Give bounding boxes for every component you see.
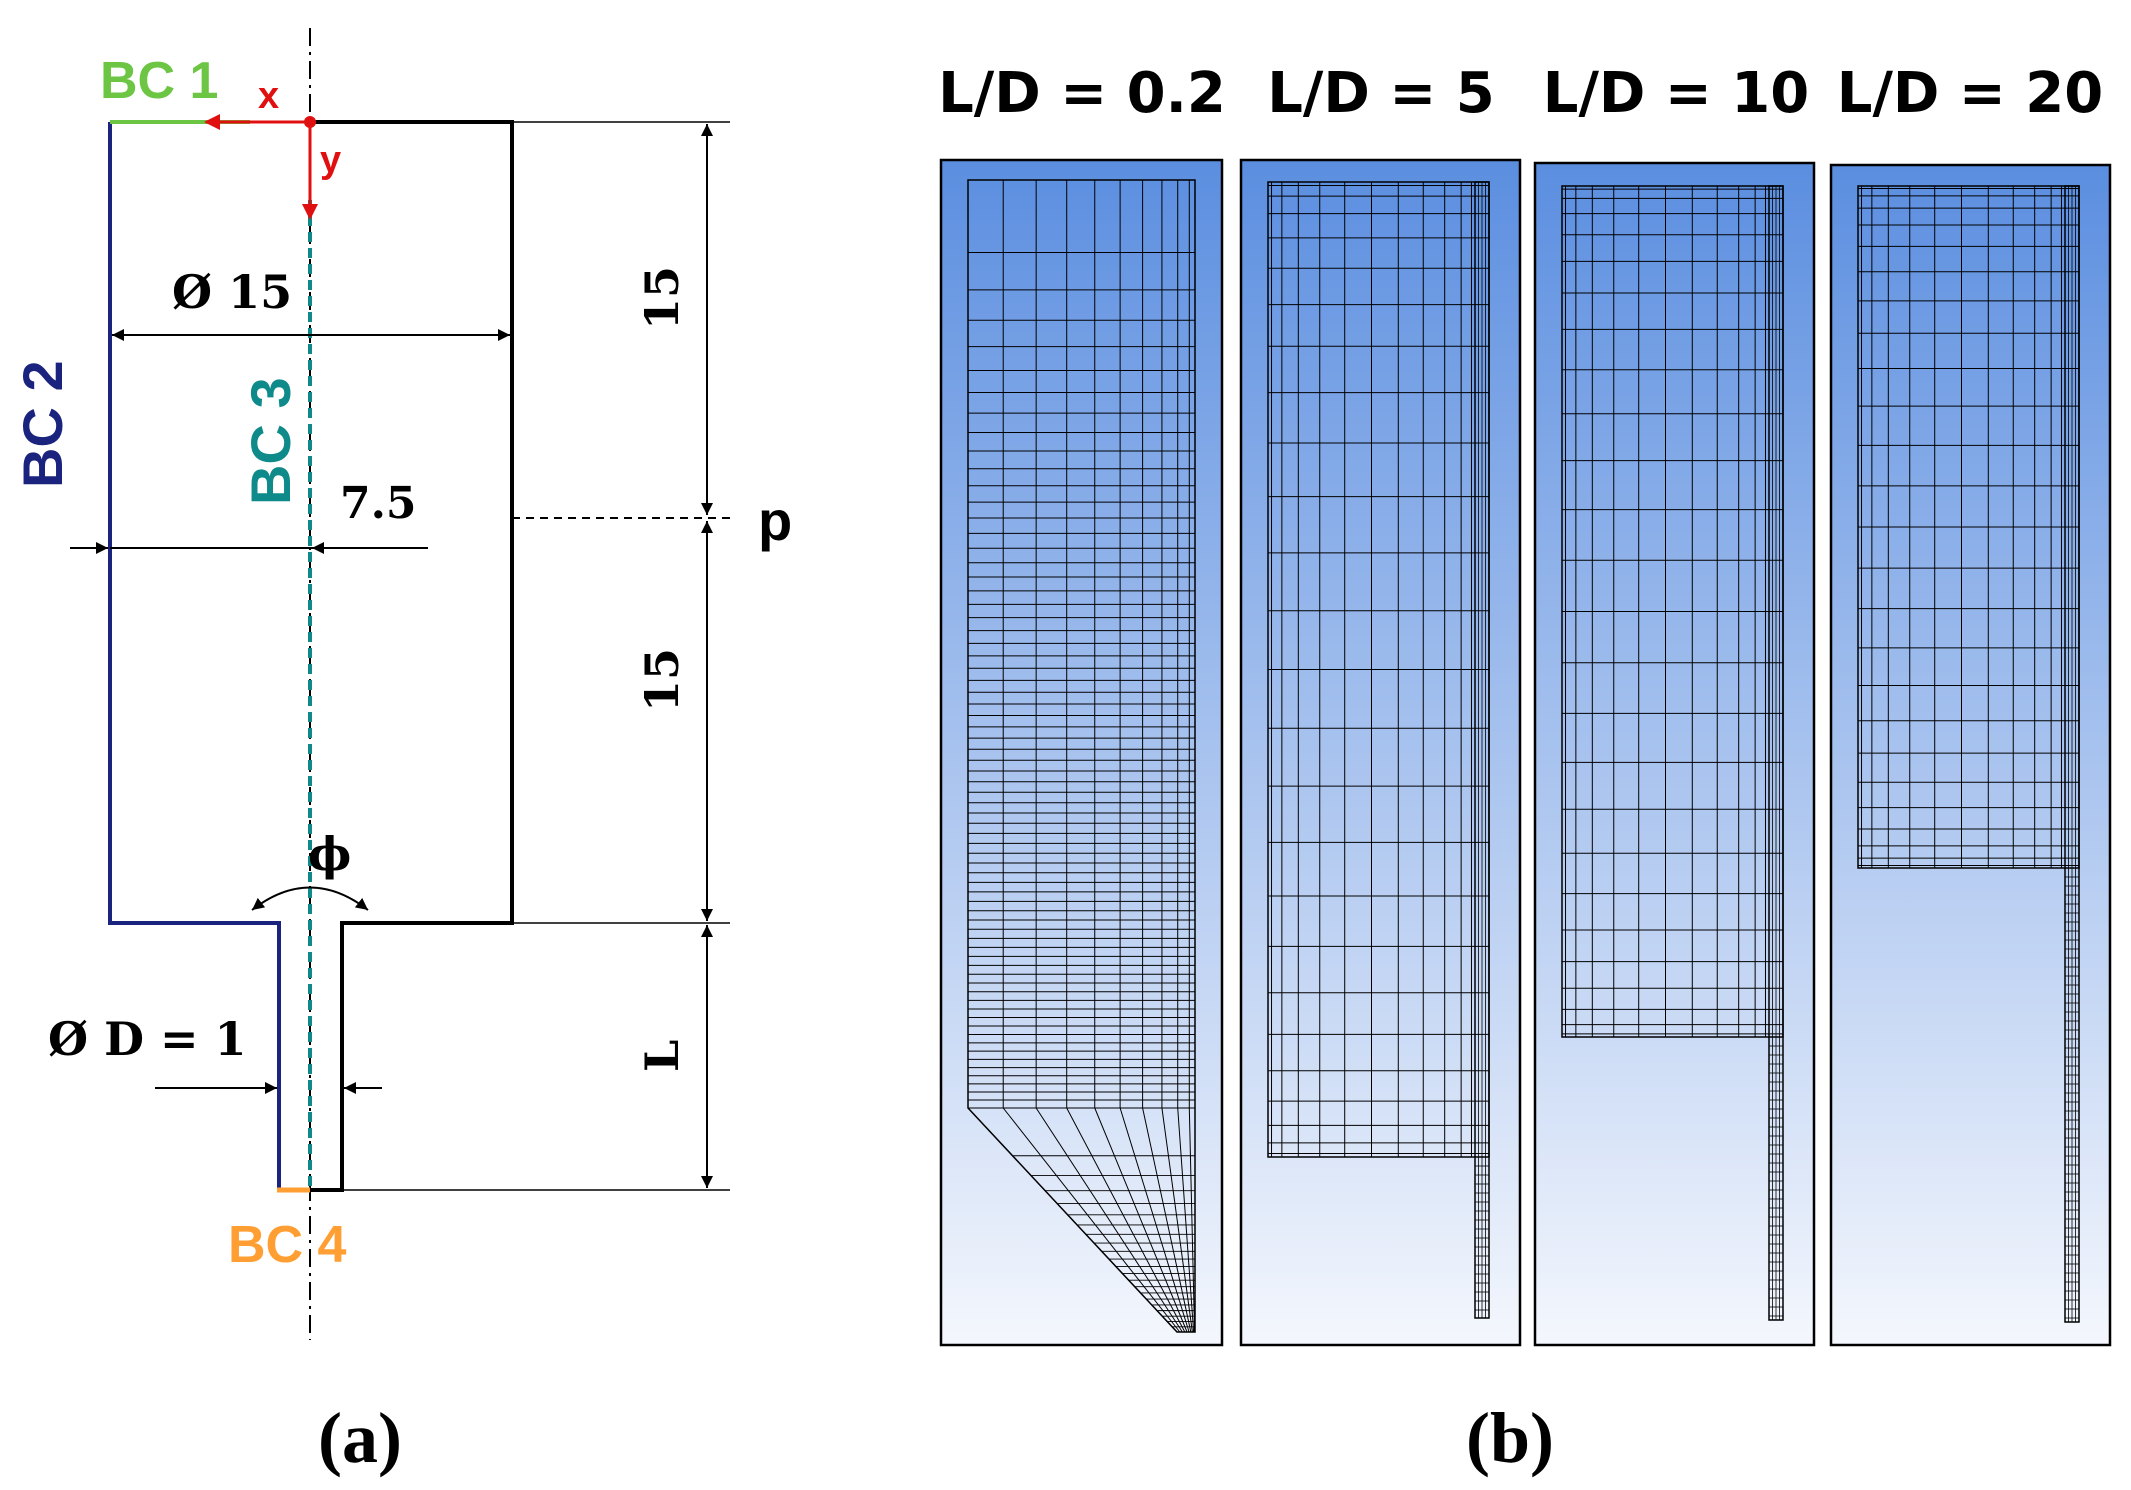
mesh-panel-2: L/D = 5 bbox=[1239, 61, 1522, 1347]
bc2-boundary bbox=[108, 122, 281, 1190]
mesh-panel-1: L/D = 0.2 bbox=[938, 61, 1226, 1347]
geometry-sketch: BC 1 x y BC 2 BC 3 BC 4 Ø 15 7.5 15 15 L… bbox=[11, 28, 792, 1478]
mesh-grid-3 bbox=[1561, 185, 1784, 1321]
outline-wall bbox=[310, 120, 514, 1192]
caption-b: (b) bbox=[1466, 1398, 1554, 1478]
mesh-grid-1 bbox=[967, 179, 1196, 1333]
axis-y-label: y bbox=[320, 139, 341, 181]
angle-label: ϕ bbox=[308, 827, 351, 881]
bc1-label: BC 1 bbox=[100, 52, 218, 110]
dim-length-label: L bbox=[635, 1040, 689, 1072]
mesh-panel-4: L/D = 20 bbox=[1829, 61, 2112, 1347]
axis-x-label: x bbox=[258, 75, 279, 117]
caption-a: (a) bbox=[318, 1398, 402, 1478]
mesh-grid-4 bbox=[1857, 185, 2080, 1323]
bc3-label: BC 3 bbox=[239, 377, 302, 505]
angle-arc bbox=[251, 886, 369, 911]
panel-label-3: L/D = 10 bbox=[1543, 61, 1809, 126]
point-p-label: p bbox=[758, 489, 792, 552]
dim-diameter-label: Ø 15 bbox=[172, 265, 292, 319]
mesh-grid-2 bbox=[1267, 181, 1490, 1319]
panel-label-2: L/D = 5 bbox=[1267, 61, 1495, 126]
panel-label-4: L/D = 20 bbox=[1837, 61, 2103, 126]
dim-upper-label: 15 bbox=[635, 266, 689, 330]
bc2-label: BC 2 bbox=[11, 360, 74, 488]
dim-radius-label: 7.5 bbox=[340, 478, 417, 529]
dim-lower-label: 15 bbox=[635, 648, 689, 712]
mesh-panel-3: L/D = 10 bbox=[1533, 61, 1816, 1347]
mesh-panels: L/D = 0.2 L/D = 5 L/D = 10 L/D = 20 bbox=[938, 61, 2112, 1347]
dim-nozzle-label: Ø D = 1 bbox=[48, 1012, 247, 1066]
bc4-label: BC 4 bbox=[228, 1216, 347, 1274]
panel-label-1: L/D = 0.2 bbox=[938, 61, 1226, 126]
